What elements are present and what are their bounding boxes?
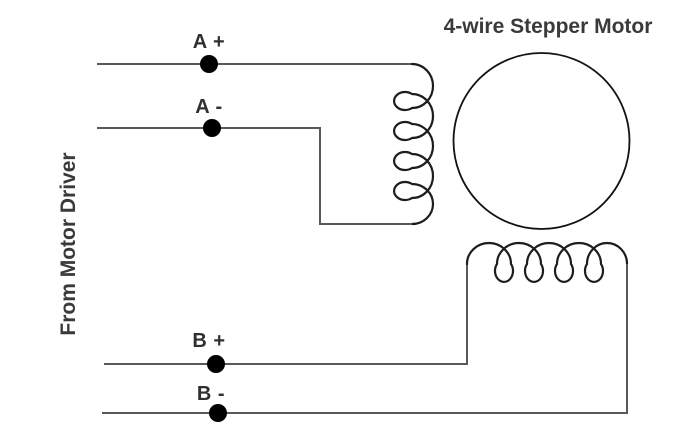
junction-dot-b-plus [207, 355, 225, 373]
wire-a-minus [97, 127, 412, 225]
coil-phase-a [392, 62, 435, 226]
junction-dot-b-minus [209, 404, 227, 422]
source-label: From Motor Driver [57, 152, 80, 336]
terminal-label-a-plus: A + [192, 31, 226, 53]
motor-body-circle [452, 52, 631, 230]
diagram-title: 4-wire Stepper Motor [443, 15, 653, 38]
terminal-label-b-plus: B + [192, 330, 226, 352]
coil-phase-b [465, 241, 629, 284]
wire-b-minus [102, 264, 628, 414]
junction-dot-a-minus [203, 119, 221, 137]
terminal-label-a-minus: A - [195, 96, 223, 118]
junction-dot-a-plus [200, 55, 218, 73]
wire-b-plus [104, 264, 468, 365]
terminal-label-b-minus: B - [196, 383, 226, 405]
